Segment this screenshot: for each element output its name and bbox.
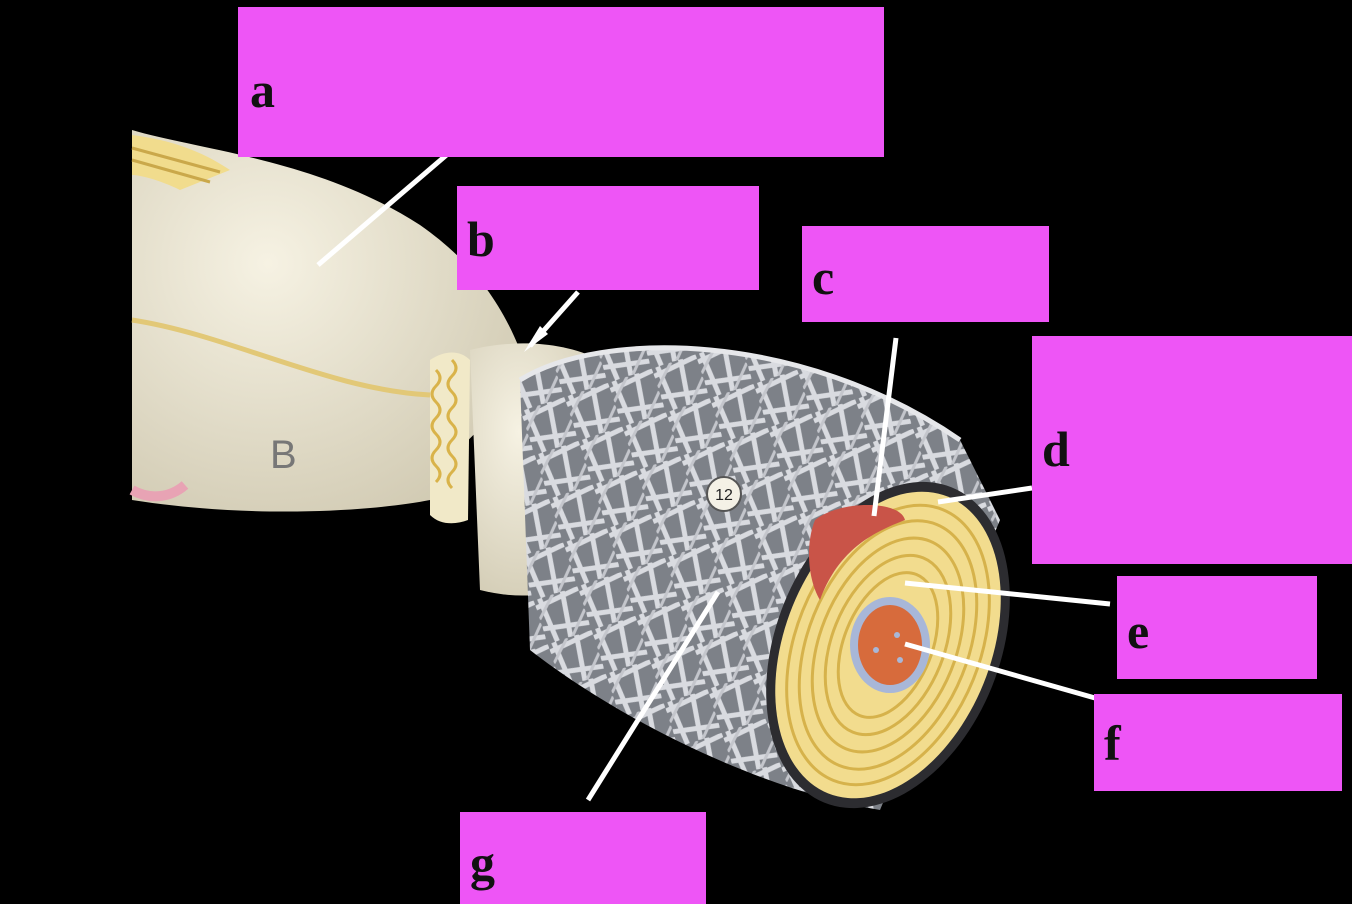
label-box-d[interactable]: d xyxy=(1032,336,1352,564)
label-letter-e: e xyxy=(1127,603,1150,659)
arrowhead-b xyxy=(524,326,548,352)
pointer-c xyxy=(871,337,899,517)
pointer-d xyxy=(937,485,1033,505)
cross-section xyxy=(766,481,1010,809)
label-box-f[interactable]: f xyxy=(1094,694,1342,791)
label-letter-g: g xyxy=(470,835,495,891)
label-box-b[interactable]: b xyxy=(457,186,759,290)
label-box-a[interactable]: a xyxy=(238,7,884,157)
label-letter-d: d xyxy=(1042,421,1070,477)
pointer-f xyxy=(904,641,1096,701)
tag-number: 12 xyxy=(715,487,733,504)
label-letter-a: a xyxy=(250,62,275,118)
axon xyxy=(858,605,922,685)
node-of-ranvier xyxy=(430,352,470,524)
segment-letter: B xyxy=(270,433,297,477)
schwann-cell-segment xyxy=(129,130,520,512)
label-box-e[interactable]: e xyxy=(1117,576,1317,679)
label-box-g[interactable]: g xyxy=(460,812,706,904)
label-letter-c: c xyxy=(812,249,835,305)
label-letter-f: f xyxy=(1104,715,1121,771)
pointer-e xyxy=(904,580,1111,607)
pointer-a xyxy=(316,150,452,267)
pointer-g xyxy=(585,590,721,802)
pointer-lines xyxy=(316,150,1111,802)
schwann-nucleus xyxy=(808,505,905,600)
label-letter-b: b xyxy=(467,211,495,267)
label-box-c[interactable]: c xyxy=(802,226,1049,322)
tag-marker xyxy=(706,476,742,512)
